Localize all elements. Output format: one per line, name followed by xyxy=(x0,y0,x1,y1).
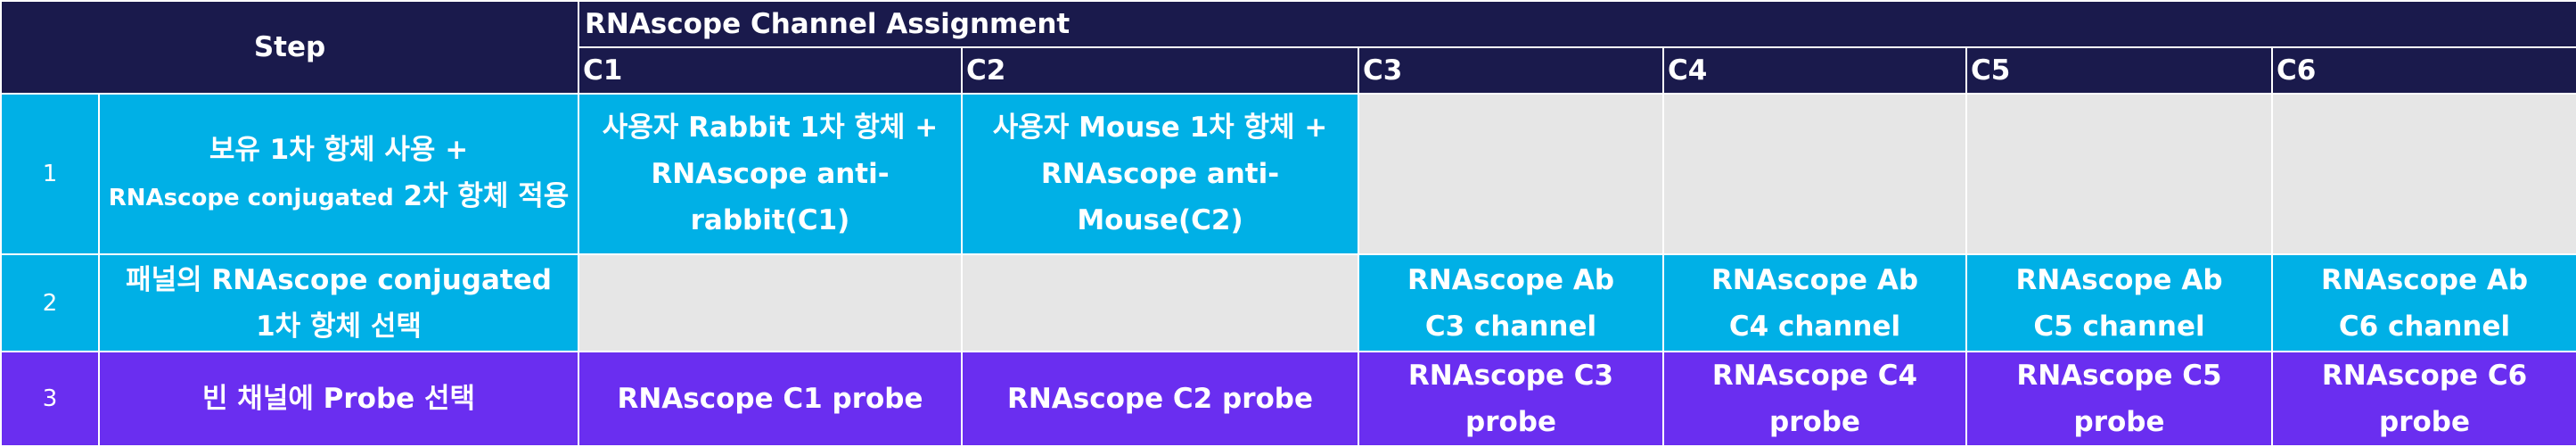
cell-c4-probe: RNAscope C4 probe xyxy=(1662,351,1967,447)
cell-c2-probe: RNAscope C2 probe xyxy=(961,351,1359,447)
cell-line: RNAscope Ab xyxy=(2015,263,2223,296)
desc-line: 패널의 RNAscope conjugated xyxy=(126,263,552,296)
cell-line: 사용자 Mouse 1차 항체 + xyxy=(992,112,1328,144)
row-description: 패널의 RNAscope conjugated 1차 항체 선택 xyxy=(98,253,579,352)
header-c6: C6 xyxy=(2270,46,2576,95)
cell-empty xyxy=(1662,93,1967,255)
desc-line: RNAscope conjugated 2차 항체 적용 xyxy=(101,173,577,221)
cell-empty xyxy=(2270,93,2576,255)
cell-line: RNAscope Ab xyxy=(1407,263,1615,296)
cell-line: C6 channel xyxy=(2338,310,2511,343)
table-row: 3 빈 채널에 Probe 선택 RNAscope C1 probe RNAsc… xyxy=(0,351,2576,447)
header-c4: C4 xyxy=(1662,46,1967,95)
cell-line: RNAscope Ab xyxy=(1710,263,1919,296)
cell-c6-probe: RNAscope C6 probe xyxy=(2270,351,2576,447)
row-description: 보유 1차 항체 사용 + RNAscope conjugated 2차 항체 … xyxy=(98,93,579,255)
cell-empty xyxy=(1358,93,1664,255)
row-number: 3 xyxy=(0,351,100,447)
header-c2: C2 xyxy=(961,46,1359,95)
cell-line: C5 channel xyxy=(2033,310,2205,343)
header-channel-assignment: RNAscope Channel Assignment xyxy=(577,0,2576,48)
header-c1: C1 xyxy=(578,46,963,95)
desc-text: 2차 항체 적용 xyxy=(393,180,570,212)
header-c5: C5 xyxy=(1965,46,2273,95)
cell-c4: RNAscope Ab C4 channel xyxy=(1662,253,1967,352)
cell-empty xyxy=(961,253,1359,352)
cell-line: C3 channel xyxy=(1424,310,1597,343)
header-c3: C3 xyxy=(1358,46,1664,95)
desc-small-text: RNAscope conjugated xyxy=(108,185,394,211)
table-row: 2 패널의 RNAscope conjugated 1차 항체 선택 RNAsc… xyxy=(0,253,2576,352)
cell-empty xyxy=(578,253,963,352)
cell-c1-probe: RNAscope C1 probe xyxy=(578,351,963,447)
cell-c3: RNAscope Ab C3 channel xyxy=(1358,253,1664,352)
cell-empty xyxy=(1965,93,2273,255)
header-step: Step xyxy=(0,0,579,95)
cell-c5-probe: RNAscope C5 probe xyxy=(1965,351,2273,447)
cell-line: RNAscope Ab xyxy=(2320,263,2529,296)
desc-line: 보유 1차 항체 사용 + xyxy=(209,134,469,166)
cell-c6: RNAscope Ab C6 channel xyxy=(2270,253,2576,352)
row-description: 빈 채널에 Probe 선택 xyxy=(98,351,579,447)
row-number: 1 xyxy=(0,93,100,255)
cell-line: C4 channel xyxy=(1728,310,1901,343)
cell-line: 사용자 Rabbit 1차 항체 + xyxy=(602,112,939,144)
cell-c1: 사용자 Rabbit 1차 항체 + RNAscope anti-rabbit(… xyxy=(578,93,963,255)
cell-line: RNAscope anti-rabbit(C1) xyxy=(651,158,890,236)
cell-c2: 사용자 Mouse 1차 항체 + RNAscope anti-Mouse(C2… xyxy=(961,93,1359,255)
cell-c3-probe: RNAscope C3 probe xyxy=(1358,351,1664,447)
cell-line: RNAscope anti-Mouse(C2) xyxy=(1040,158,1280,236)
row-number: 2 xyxy=(0,253,100,352)
desc-line: 1차 항체 선택 xyxy=(256,310,422,343)
table-row: 1 보유 1차 항체 사용 + RNAscope conjugated 2차 항… xyxy=(0,93,2576,255)
cell-c5: RNAscope Ab C5 channel xyxy=(1965,253,2273,352)
